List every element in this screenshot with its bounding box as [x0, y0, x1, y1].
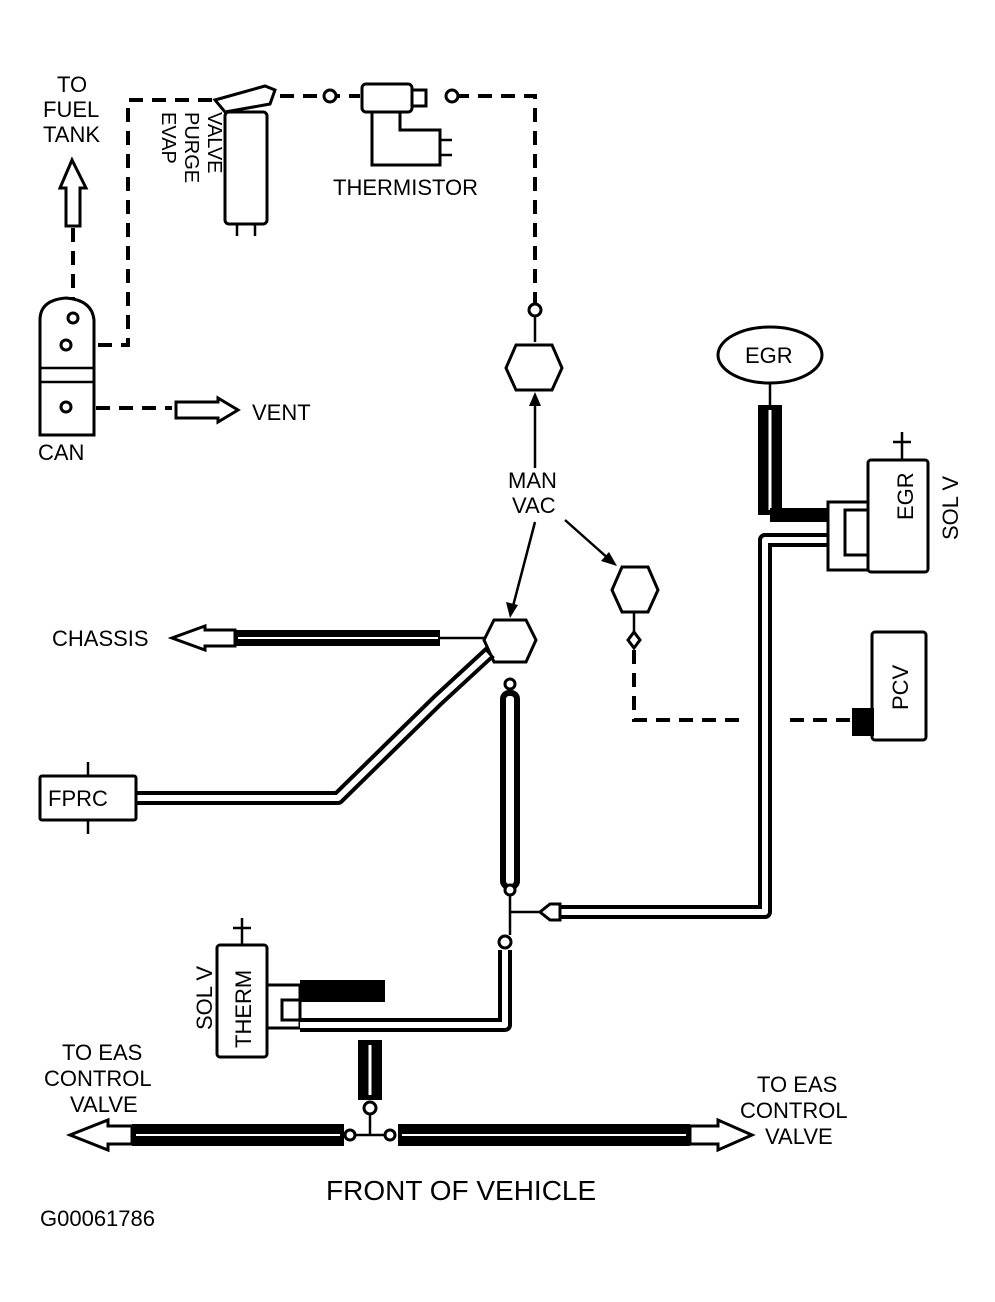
to-eas-right-label-3: VALVE	[765, 1124, 833, 1149]
vent-label: VENT	[252, 400, 311, 425]
chassis-label: CHASSIS	[52, 626, 149, 651]
to-eas-left-label-1: TO EAS	[62, 1040, 142, 1065]
therm-sol-v: THERM SOL V	[192, 918, 385, 1059]
figure-code-label: G00061786	[40, 1206, 155, 1231]
can-to-purge-line	[98, 98, 225, 347]
evap-purge-valve-label-1: EVAP	[157, 112, 179, 164]
manifold-vacuum: MAN VAC	[482, 343, 852, 722]
egr-label: EGR	[745, 343, 793, 368]
fprc-label: FPRC	[48, 786, 108, 811]
to-eas-right-label-2: CONTROL	[740, 1098, 848, 1123]
man-vac-label-1: MAN	[508, 468, 557, 493]
to-eas-left-label-3: VALVE	[70, 1092, 138, 1117]
center-hose	[500, 677, 545, 935]
to-eas-right-label-1: TO EAS	[757, 1072, 837, 1097]
manvac-hex-center	[482, 618, 538, 664]
thermistor-label: THERMISTOR	[333, 175, 478, 200]
thermistor: THERMISTOR	[333, 82, 478, 200]
to-eas-left-label-2: CONTROL	[44, 1066, 152, 1091]
to-fuel-tank-label-2: FUEL	[43, 97, 99, 122]
up-arrow-icon	[57, 156, 89, 228]
charcoal-canister: CAN	[38, 296, 96, 465]
vent: VENT	[96, 395, 311, 425]
to-fuel-tank-label-3: TANK	[43, 122, 100, 147]
egr-sol-v-box-label: EGR	[893, 472, 918, 520]
egr-sol-v-side-label: SOL V	[938, 476, 963, 540]
to-fuel-tank: TO FUEL TANK	[43, 72, 100, 305]
egr-valve: EGR	[716, 325, 830, 522]
can-label: CAN	[38, 440, 84, 465]
manvac-hex-right	[610, 565, 660, 614]
to-fuel-tank-label-1: TO	[57, 72, 87, 97]
pcv-label: PCV	[888, 664, 913, 710]
manvac-hex-upper	[504, 343, 564, 392]
thermistor-to-manvac-line	[455, 94, 537, 305]
chassis-line: CHASSIS	[52, 623, 485, 653]
therm-to-center-hose	[300, 934, 513, 1032]
therm-sol-v-label: SOL V	[192, 966, 217, 1030]
egr-sol-v: EGR SOL V	[826, 432, 963, 574]
fprc: FPRC	[38, 646, 495, 834]
front-of-vehicle-label: FRONT OF VEHICLE	[326, 1175, 596, 1206]
egr-loop-hose	[537, 533, 830, 922]
evap-circuit	[98, 88, 543, 347]
man-vac-label-2: VAC	[512, 493, 556, 518]
eas-lines	[65, 1040, 756, 1153]
evap-purge-valve-label-2: PURGE	[180, 112, 202, 183]
pcv: PCV	[852, 630, 928, 742]
evap-purge-valve-label-3: VALVE	[203, 112, 225, 174]
evap-purge-valve: EVAP PURGE VALVE	[157, 84, 277, 236]
therm-box-label: THERM	[231, 970, 256, 1048]
